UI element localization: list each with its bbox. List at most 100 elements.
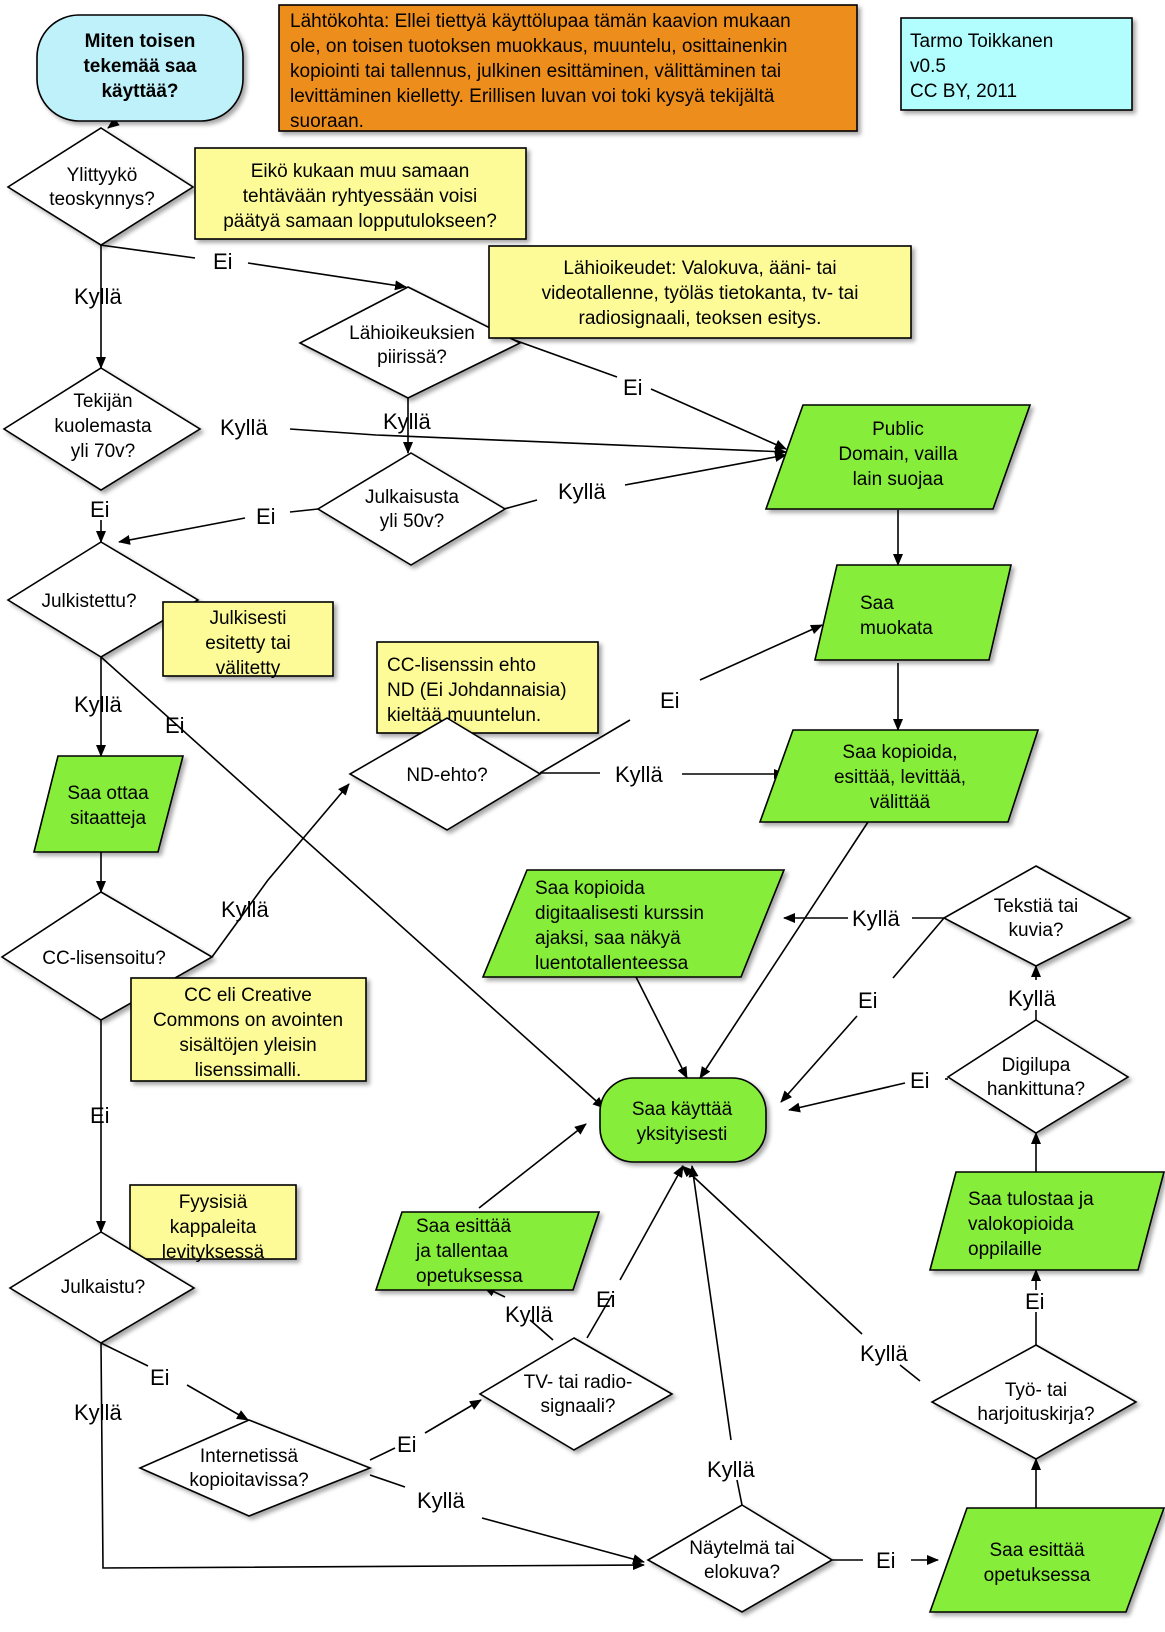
edge-tyokirja-yksityisesti-2 <box>681 1165 863 1335</box>
edge-julkaisusta-public <box>503 499 538 510</box>
edge-julkaisusta-public-2 <box>624 452 787 486</box>
label-naytelma-kylla: Kyllä <box>707 1457 755 1482</box>
label-lahioikeus-kylla: Kyllä <box>383 409 431 434</box>
svg-text:TV- tai radio-signaali?: TV- tai radio-signaali? <box>524 1372 633 1417</box>
svg-text:Lähtökohta: Ellei tiettyä käyt: Lähtökohta: Ellei tiettyä käyttölupaa tä… <box>290 11 791 132</box>
edge-digitaalisesti-yksityisesti <box>635 976 688 1079</box>
svg-text:Julkistettu?: Julkistettu? <box>41 591 136 612</box>
label-digilupa-kylla: Kyllä <box>1008 986 1056 1011</box>
svg-text:CC-lisensoitu?: CC-lisensoitu? <box>42 948 166 969</box>
decision-ndehto: ND-ehto? <box>348 717 542 831</box>
label-naytelma-ei: Ei <box>876 1548 896 1573</box>
edge-julkaisusta-julkistettu <box>289 508 319 513</box>
result-kopioida: Saa kopioida,esittää, levittää,välittää <box>758 729 1040 823</box>
label-lahioikeus-ei: Ei <box>623 375 643 400</box>
edge-internet-tv <box>369 1447 396 1461</box>
svg-text:Saa kopioida,esittää, levittää: Saa kopioida,esittää, levittää,välittää <box>834 742 966 813</box>
edge-ccl-ndehto <box>211 783 350 958</box>
edge-kopioida-yksityisesti <box>699 821 869 1079</box>
edge-tekijan-public <box>289 428 787 457</box>
svg-text:ND-ehto?: ND-ehto? <box>406 765 487 786</box>
label-tekstia-ei: Ei <box>858 988 878 1013</box>
edge-tv-yksityisesti <box>586 1294 613 1339</box>
edge-internet-naytelma <box>369 1474 406 1488</box>
edge-tallentaa-yksityisesti <box>478 1123 587 1209</box>
svg-text:Lähioikeudet: Valokuva, ääni-: Lähioikeudet: Valokuva, ääni- taivideota… <box>542 258 859 329</box>
label-internet-ei: Ei <box>397 1432 417 1457</box>
decision-julkaistu: Julkaistu? <box>8 1231 196 1344</box>
label-ylittyyko-ei: Ei <box>213 249 233 274</box>
edge-internet-naytelma-2 <box>481 1517 645 1564</box>
edge-naytelma-yksityisesti-2 <box>688 1165 732 1441</box>
label-ylittyyko-kylla: Kyllä <box>74 284 122 309</box>
label-ndehto-kylla: Kyllä <box>615 762 663 787</box>
label-tyokirja-ei: Ei <box>1025 1289 1045 1314</box>
label-tv-kylla: Kyllä <box>505 1302 553 1327</box>
label-julkaisusta-ei: Ei <box>256 504 276 529</box>
label-ccl-ei: Ei <box>90 1103 110 1128</box>
label-tekijan-kylla: Kyllä <box>220 415 268 440</box>
edge-internet-tv-2 <box>424 1399 482 1434</box>
label-tyokirja-kylla: Kyllä <box>860 1341 908 1366</box>
label-ndehto-ei: Ei <box>660 688 680 713</box>
note-lahtokohta: Lähtökohta: Ellei tiettyä käyttölupaa tä… <box>278 4 858 132</box>
edge-julkaistu-internet-2 <box>186 1384 249 1421</box>
label-julkaisusta-kylla: Kyllä <box>558 479 606 504</box>
label-julkaistu-ei: Ei <box>150 1365 170 1390</box>
edge-naytelma-yksityisesti <box>736 1479 743 1506</box>
edge-lahioikeus-public-2 <box>650 388 787 450</box>
label-tv-ei: Ei <box>596 1287 616 1312</box>
edge-digilupa-yksityisesti-2 <box>788 1082 906 1113</box>
label-julkistettu-kylla: Kyllä <box>74 692 122 717</box>
edge-tyokirja-yksityisesti <box>899 1364 921 1382</box>
edge-tekstia-yksityisesti-2 <box>780 1015 858 1103</box>
label-julkaistu-kylla: Kyllä <box>74 1400 122 1425</box>
edge-tv-yksityisesti-2 <box>619 1165 684 1281</box>
edge-julkaistu-internet <box>100 1342 149 1367</box>
edge-ndehto-muokata-2 <box>699 624 823 681</box>
label-ccl-kylla: Kyllä <box>221 897 269 922</box>
svg-text:Julkaistu?: Julkaistu? <box>61 1277 146 1298</box>
decision-ccl: CC-lisensoitu? <box>0 891 214 1021</box>
